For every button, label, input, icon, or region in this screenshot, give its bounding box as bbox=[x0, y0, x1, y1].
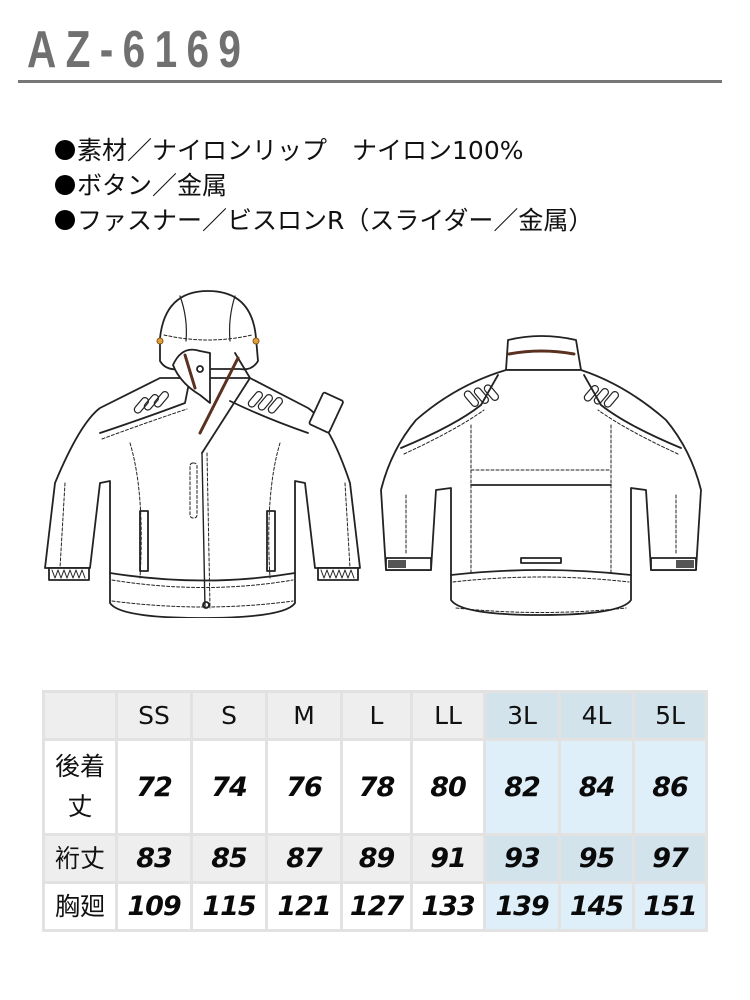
row-label: 裄丈 bbox=[42, 833, 118, 884]
header-corner-cell bbox=[42, 690, 118, 741]
header-size-3l: 3L bbox=[483, 690, 561, 741]
value-cell: 95 bbox=[558, 833, 635, 884]
spec-text: 素材／ナイロンリップ ナイロン100% bbox=[77, 136, 524, 165]
size-chart-table: SS S M L LL 3L 4L 5L 後着丈 72 74 76 78 80 … bbox=[42, 690, 708, 932]
value-cell: 72 bbox=[115, 738, 193, 836]
value-cell: 89 bbox=[340, 833, 413, 884]
value-cell: 91 bbox=[410, 833, 486, 884]
value-cell: 133 bbox=[410, 881, 486, 932]
value-cell: 84 bbox=[558, 738, 635, 836]
header-size-m: M bbox=[265, 690, 343, 741]
size-header-row: SS S M L LL 3L 4L 5L bbox=[42, 690, 708, 741]
spec-item-button: ボタン／金属 bbox=[55, 168, 593, 203]
bullet-icon bbox=[55, 140, 75, 160]
header-size-ll: LL bbox=[410, 690, 486, 741]
value-cell: 109 bbox=[115, 881, 193, 932]
header-size-l: L bbox=[340, 690, 413, 741]
value-cell: 87 bbox=[265, 833, 343, 884]
value-cell: 83 bbox=[115, 833, 193, 884]
header-size-4l: 4L bbox=[558, 690, 635, 741]
value-cell: 127 bbox=[340, 881, 413, 932]
header-size-5l: 5L bbox=[632, 690, 708, 741]
table-row-back-length: 後着丈 72 74 76 78 80 82 84 86 bbox=[42, 738, 708, 836]
value-cell: 85 bbox=[190, 833, 268, 884]
value-cell: 139 bbox=[483, 881, 561, 932]
spec-text: ファスナー／ビスロンR（スライダー／金属） bbox=[77, 206, 594, 235]
table-row-sleeve-length: 裄丈 83 85 87 89 91 93 95 97 bbox=[42, 833, 708, 884]
header-size-s: S bbox=[190, 690, 268, 741]
spec-list: 素材／ナイロンリップ ナイロン100% ボタン／金属 ファスナー／ビスロンR（ス… bbox=[55, 133, 593, 238]
title-divider bbox=[18, 80, 722, 83]
bullet-icon bbox=[55, 210, 75, 230]
value-cell: 74 bbox=[190, 738, 268, 836]
value-cell: 78 bbox=[340, 738, 413, 836]
value-cell: 86 bbox=[632, 738, 708, 836]
spec-item-material: 素材／ナイロンリップ ナイロン100% bbox=[55, 133, 593, 168]
spec-text: ボタン／金属 bbox=[77, 171, 228, 200]
value-cell: 80 bbox=[410, 738, 486, 836]
jacket-front-illustration bbox=[40, 283, 370, 618]
value-cell: 76 bbox=[265, 738, 343, 836]
value-cell: 97 bbox=[632, 833, 708, 884]
spec-item-fastener: ファスナー／ビスロンR（スライダー／金属） bbox=[55, 203, 593, 238]
jacket-back-illustration bbox=[376, 330, 706, 620]
bullet-icon bbox=[55, 175, 75, 195]
row-label: 胸廻 bbox=[42, 881, 118, 932]
row-label-text: 後着丈 bbox=[54, 752, 105, 821]
value-cell: 151 bbox=[632, 881, 708, 932]
value-cell: 82 bbox=[483, 738, 561, 836]
table-row-chest: 胸廻 109 115 121 127 133 139 145 151 bbox=[42, 881, 708, 932]
header-size-ss: SS bbox=[115, 690, 193, 741]
value-cell: 115 bbox=[190, 881, 268, 932]
value-cell: 93 bbox=[483, 833, 561, 884]
value-cell: 145 bbox=[558, 881, 635, 932]
product-code-title: AZ-6169 bbox=[27, 21, 251, 79]
value-cell: 121 bbox=[265, 881, 343, 932]
row-label: 後着丈 bbox=[42, 738, 118, 836]
